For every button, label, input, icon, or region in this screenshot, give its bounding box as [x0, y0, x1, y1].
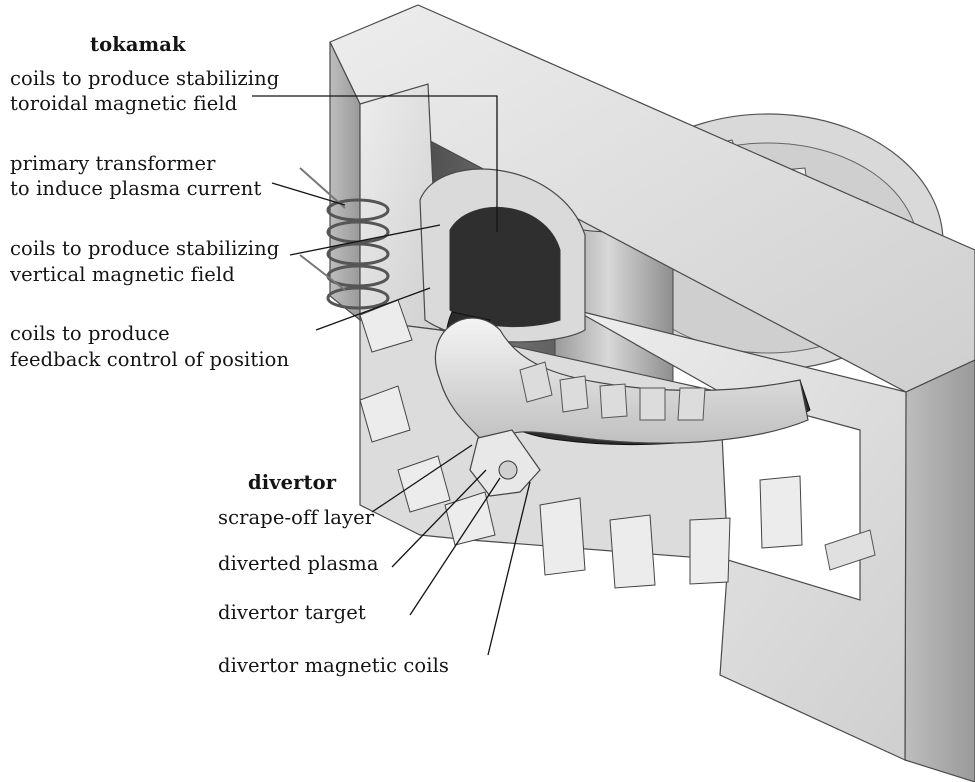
label-toroidal-coils-line1: coils to produce stabilizing	[10, 66, 279, 91]
label-feedback-coils-line1: coils to produce	[10, 321, 170, 346]
label-primary-transformer-line2: to induce plasma current	[10, 176, 261, 201]
label-scrape-off-layer: scrape-off layer	[218, 505, 374, 530]
label-diverted-plasma: diverted plasma	[218, 551, 379, 576]
label-primary-transformer-line1: primary transformer	[10, 151, 216, 176]
label-divertor-magnetic-coils: divertor magnetic coils	[218, 653, 449, 678]
label-vertical-coils-line2: vertical magnetic field	[10, 262, 235, 287]
label-feedback-coils-line2: feedback control of position	[10, 347, 289, 372]
label-vertical-coils-line1: coils to produce stabilizing	[10, 236, 279, 261]
label-divertor-target: divertor target	[218, 600, 366, 625]
label-toroidal-coils-line2: toroidal magnetic field	[10, 91, 237, 116]
divertor-target	[499, 461, 517, 479]
tokamak-heading: tokamak	[90, 32, 186, 57]
divertor-heading: divertor	[248, 470, 336, 495]
